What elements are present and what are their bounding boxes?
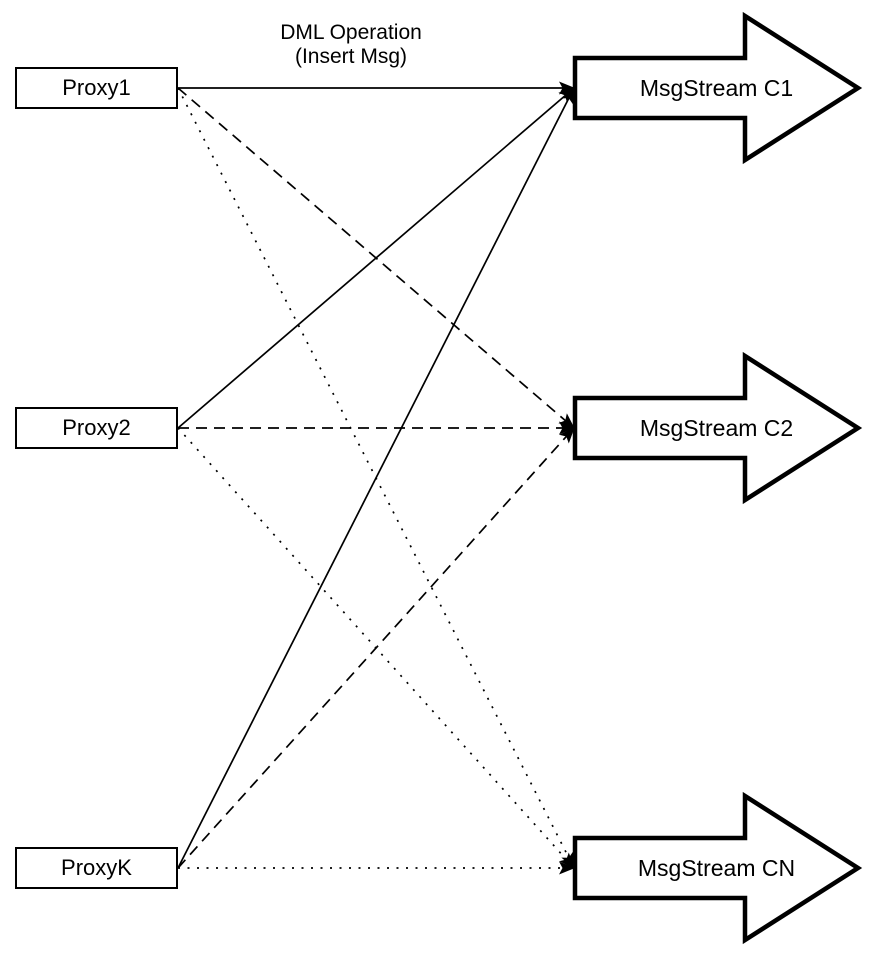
diagram-title-line1: DML Operation bbox=[280, 21, 422, 44]
edge-proxyk-to-msgstream-c1-solid bbox=[177, 87, 575, 869]
edges-group bbox=[177, 81, 575, 875]
node-proxyk: ProxyK bbox=[15, 847, 178, 889]
node-proxy2-label: Proxy2 bbox=[62, 415, 131, 440]
node-proxy2: Proxy2 bbox=[15, 407, 178, 449]
node-proxy1-label: Proxy1 bbox=[62, 75, 131, 100]
edge-proxy2-to-msgstream-c1-solid bbox=[177, 87, 575, 429]
node-msgstream-c2-arrow-shape bbox=[572, 351, 863, 505]
stream-shapes-group bbox=[572, 11, 863, 945]
node-proxy1: Proxy1 bbox=[15, 67, 178, 109]
node-msgstream-cn-arrow-shape bbox=[572, 791, 863, 945]
diagram-title: DML Operation (Insert Msg) bbox=[201, 21, 501, 69]
edge-proxyk-to-msgstream-c2-dashed bbox=[177, 427, 575, 869]
node-proxyk-label: ProxyK bbox=[61, 855, 132, 880]
diagram-title-line2: (Insert Msg) bbox=[294, 45, 407, 69]
node-msgstream-c1-arrow-shape bbox=[572, 11, 863, 165]
